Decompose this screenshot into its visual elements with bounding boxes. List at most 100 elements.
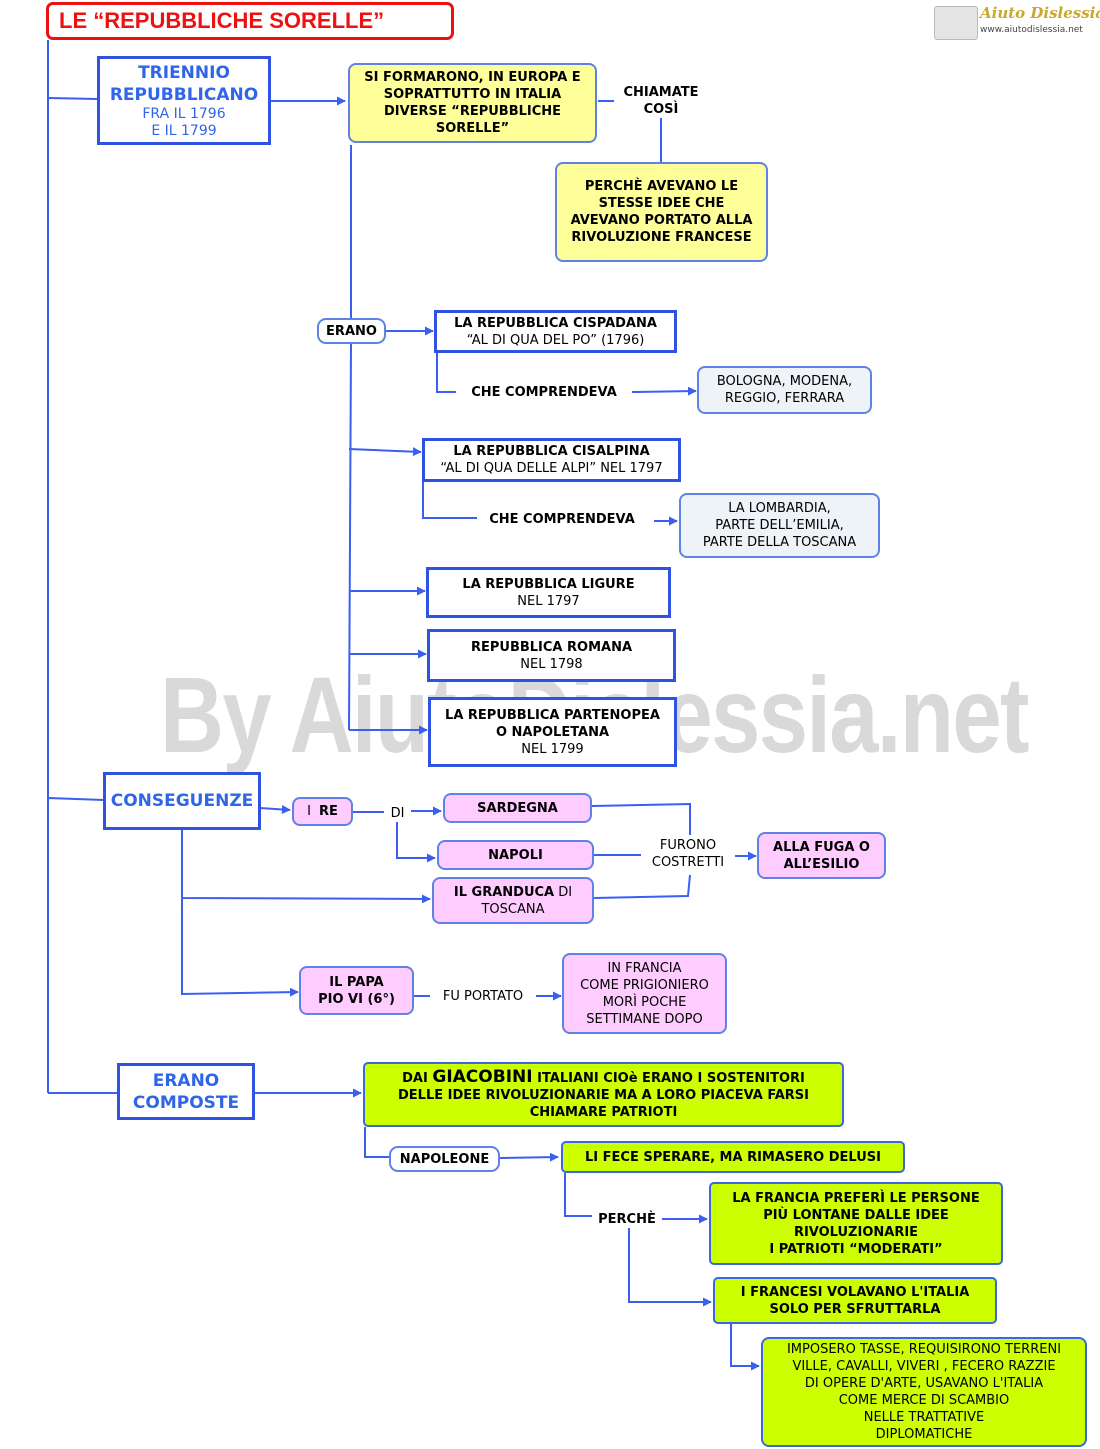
granduca-box: IL GRANDUCA DI TOSCANA bbox=[432, 877, 594, 924]
napoleone-text: NAPOLEONE bbox=[399, 1151, 490, 1167]
partenopea-sub: NEL 1799 bbox=[521, 741, 584, 757]
tasse-line-1: IMPOSERO TASSE, REQUISIRONO TERRENI bbox=[786, 1342, 1062, 1357]
i-re-box: I RE bbox=[292, 797, 353, 826]
romana-sub: NEL 1798 bbox=[520, 656, 583, 672]
tasse-line-6: DIPLOMATICHE bbox=[875, 1427, 973, 1442]
cisalpina-region-3: PARTE DELLA TOSCANA bbox=[702, 535, 857, 550]
giacobini-pre: DAI bbox=[402, 1070, 428, 1086]
chiamate-line-1: CHIAMATE bbox=[623, 85, 699, 100]
furono-line-1: FURONO bbox=[659, 838, 717, 853]
i-re-article: I bbox=[307, 804, 311, 819]
i-re-word: RE bbox=[318, 804, 338, 819]
cispadana-title: LA REPUBBLICA CISPADANA bbox=[454, 315, 657, 331]
perche-label: PERCHÈ bbox=[598, 1212, 656, 1227]
erano-text: ERANO bbox=[326, 323, 377, 339]
cisalpina-region-2: PARTE DELL’EMILIA, bbox=[715, 518, 844, 533]
furono-line-2: COSTRETTI bbox=[651, 855, 725, 870]
sardegna-box: SARDEGNA bbox=[443, 793, 592, 823]
erano-composte-line-2: COMPOSTE bbox=[132, 1092, 240, 1113]
fuga-line-1: ALLA FUGA O bbox=[773, 839, 870, 855]
granduca-line-2: TOSCANA bbox=[481, 901, 545, 917]
prigioniero-line-3: MORÌ POCHE bbox=[602, 994, 687, 1010]
preferi-line-3: RIVOLUZIONARIE bbox=[793, 1224, 919, 1240]
giacobini-post: ITALIANI CIOè ERANO I SOSTENITORI bbox=[537, 1070, 805, 1086]
giacobini-line-2: DELLE IDEE RIVOLUZIONARIE MA A LORO PIAC… bbox=[397, 1087, 810, 1103]
triennio-title: TRIENNIO REPUBBLICANO bbox=[109, 62, 259, 105]
papa-box: IL PAPA PIO VI (6°) bbox=[299, 966, 414, 1015]
partenopea-title-2: O NAPOLETANA bbox=[495, 724, 610, 740]
fu-portato-label: FU PORTATO bbox=[442, 989, 524, 1004]
furono-costretti-label: FURONO COSTRETTI bbox=[641, 837, 735, 871]
giacobini-big: GIACOBINI bbox=[432, 1066, 533, 1087]
delusi-box: LI FECE SPERARE, MA RIMASERO DELUSI bbox=[561, 1141, 905, 1173]
sardegna-text: SARDEGNA bbox=[477, 800, 558, 816]
papa-line-1: IL PAPA bbox=[329, 974, 384, 990]
napoli-box: NAPOLI bbox=[437, 840, 594, 870]
delusi-text: LI FECE SPERARE, MA RIMASERO DELUSI bbox=[585, 1149, 881, 1165]
perche-idee-box: PERCHÈ AVEVANO LE STESSE IDEE CHE AVEVAN… bbox=[555, 162, 768, 262]
site-logo[interactable]: Aiuto Dislessia www.aiutodislessia.net bbox=[934, 4, 1100, 40]
cispadana-sub: “AL DI QUA DEL PO” (1796) bbox=[466, 332, 645, 348]
triennio-sub-2: E IL 1799 bbox=[151, 122, 217, 139]
tasse-line-4: COME MERCE DI SCAMBIO bbox=[838, 1393, 1010, 1408]
giacobini-line-3: CHIAMARE PATRIOTI bbox=[529, 1104, 678, 1120]
sfruttarla-line-2: SOLO PER SFRUTTARLA bbox=[769, 1301, 941, 1317]
triennio-box: TRIENNIO REPUBBLICANO FRA IL 1796 E IL 1… bbox=[97, 56, 271, 145]
comprendeva-label-2: CHE COMPRENDEVA bbox=[489, 512, 635, 527]
ligure-sub: NEL 1797 bbox=[517, 593, 580, 609]
prigioniero-box: IN FRANCIA COME PRIGIONIERO MORÌ POCHE S… bbox=[562, 953, 727, 1034]
erano-composte-box: ERANO COMPOSTE bbox=[117, 1063, 255, 1120]
cisalpina-regions-box: LA LOMBARDIA, PARTE DELL’EMILIA, PARTE D… bbox=[679, 493, 880, 558]
fuga-line-2: ALL’ESILIO bbox=[783, 856, 860, 872]
tasse-line-3: DI OPERE D'ARTE, USAVANO L'ITALIA bbox=[804, 1376, 1044, 1391]
cispadana-cities-box: BOLOGNA, MODENA, REGGIO, FERRARA bbox=[697, 366, 872, 414]
cispadana-box: LA REPUBBLICA CISPADANA “AL DI QUA DEL P… bbox=[434, 310, 677, 353]
di-label: DI bbox=[390, 806, 405, 821]
tasse-line-2: VILLE, CAVALLI, VIVERI , FECERO RAZZIE bbox=[792, 1359, 1056, 1374]
tasse-line-5: NELLE TRATTATIVE bbox=[863, 1410, 985, 1425]
erano-composte-line-1: ERANO bbox=[152, 1070, 220, 1091]
preferi-line-4: I PATRIOTI “MODERATI” bbox=[769, 1241, 943, 1257]
prigioniero-line-2: COME PRIGIONIERO bbox=[580, 977, 709, 993]
prigioniero-line-1: IN FRANCIA bbox=[607, 960, 682, 976]
partenopea-box: LA REPUBBLICA PARTENOPEA O NAPOLETANA NE… bbox=[428, 697, 677, 767]
preferi-line-1: LA FRANCIA PREFERÌ LE PERSONE bbox=[732, 1190, 980, 1206]
perche-idee-text: PERCHÈ AVEVANO LE STESSE IDEE CHE AVEVAN… bbox=[570, 179, 753, 245]
chiamate-line-2: COSÌ bbox=[643, 102, 679, 117]
ligure-title: LA REPUBBLICA LIGURE bbox=[462, 576, 635, 592]
napoleone-box: NAPOLEONE bbox=[389, 1146, 500, 1172]
logo-url: www.aiutodislessia.net bbox=[980, 25, 1083, 35]
napoli-text: NAPOLI bbox=[488, 847, 543, 863]
preferi-box: LA FRANCIA PREFERÌ LE PERSONE PIÙ LONTAN… bbox=[709, 1182, 1003, 1265]
cispadana-cities: BOLOGNA, MODENA, REGGIO, FERRARA bbox=[716, 374, 853, 406]
sfruttarla-line-1: I FRANCESI VOLAVANO L'ITALIA bbox=[740, 1284, 970, 1300]
tasse-box: IMPOSERO TASSE, REQUISIRONO TERRENI VILL… bbox=[761, 1337, 1087, 1447]
conseguenze-box: CONSEGUENZE bbox=[103, 772, 261, 830]
partenopea-title-1: LA REPUBBLICA PARTENOPEA bbox=[445, 707, 660, 723]
preferi-line-2: PIÙ LONTANE DALLE IDEE bbox=[763, 1207, 949, 1223]
erano-box: ERANO bbox=[317, 318, 386, 344]
prigioniero-line-4: SETTIMANE DOPO bbox=[586, 1011, 703, 1027]
granduca-bold: IL GRANDUCA bbox=[453, 884, 555, 900]
giacobini-box: DAI GIACOBINI ITALIANI CIOè ERANO I SOST… bbox=[363, 1062, 844, 1127]
triennio-sub-1: FRA IL 1796 bbox=[142, 105, 226, 122]
romana-title: REPUBBLICA ROMANA bbox=[470, 639, 633, 655]
romana-box: REPUBBLICA ROMANA NEL 1798 bbox=[427, 629, 676, 682]
cisalpina-sub: “AL DI QUA DELLE ALPI” NEL 1797 bbox=[440, 461, 663, 476]
conseguenze-title: CONSEGUENZE bbox=[110, 791, 254, 811]
sfruttarla-box: I FRANCESI VOLAVANO L'ITALIA SOLO PER SF… bbox=[713, 1277, 997, 1324]
ligure-box: LA REPUBBLICA LIGURE NEL 1797 bbox=[426, 567, 671, 618]
formarono-box: SI FORMARONO, IN EUROPA E SOPRATTUTTO IN… bbox=[348, 63, 597, 143]
cisalpina-title: LA REPUBBLICA CISALPINA bbox=[453, 444, 650, 459]
cisalpina-region-1: LA LOMBARDIA, bbox=[728, 501, 831, 516]
page-title: LE “REPUBBLICHE SORELLE” bbox=[46, 2, 454, 40]
granduca-di: DI bbox=[558, 884, 573, 900]
cisalpina-box: LA REPUBBLICA CISALPINA “AL DI QUA DELLE… bbox=[422, 438, 681, 482]
comprendeva-label-1: CHE COMPRENDEVA bbox=[471, 385, 617, 400]
chiamate-label: CHIAMATE COSÌ bbox=[612, 84, 710, 118]
logo-name: Aiuto Dislessia bbox=[980, 4, 1100, 22]
papa-line-2: PIO VI (6°) bbox=[318, 991, 395, 1007]
formarono-text: SI FORMARONO, IN EUROPA E SOPRATTUTTO IN… bbox=[364, 70, 581, 136]
fuga-box: ALLA FUGA O ALL’ESILIO bbox=[757, 832, 886, 879]
